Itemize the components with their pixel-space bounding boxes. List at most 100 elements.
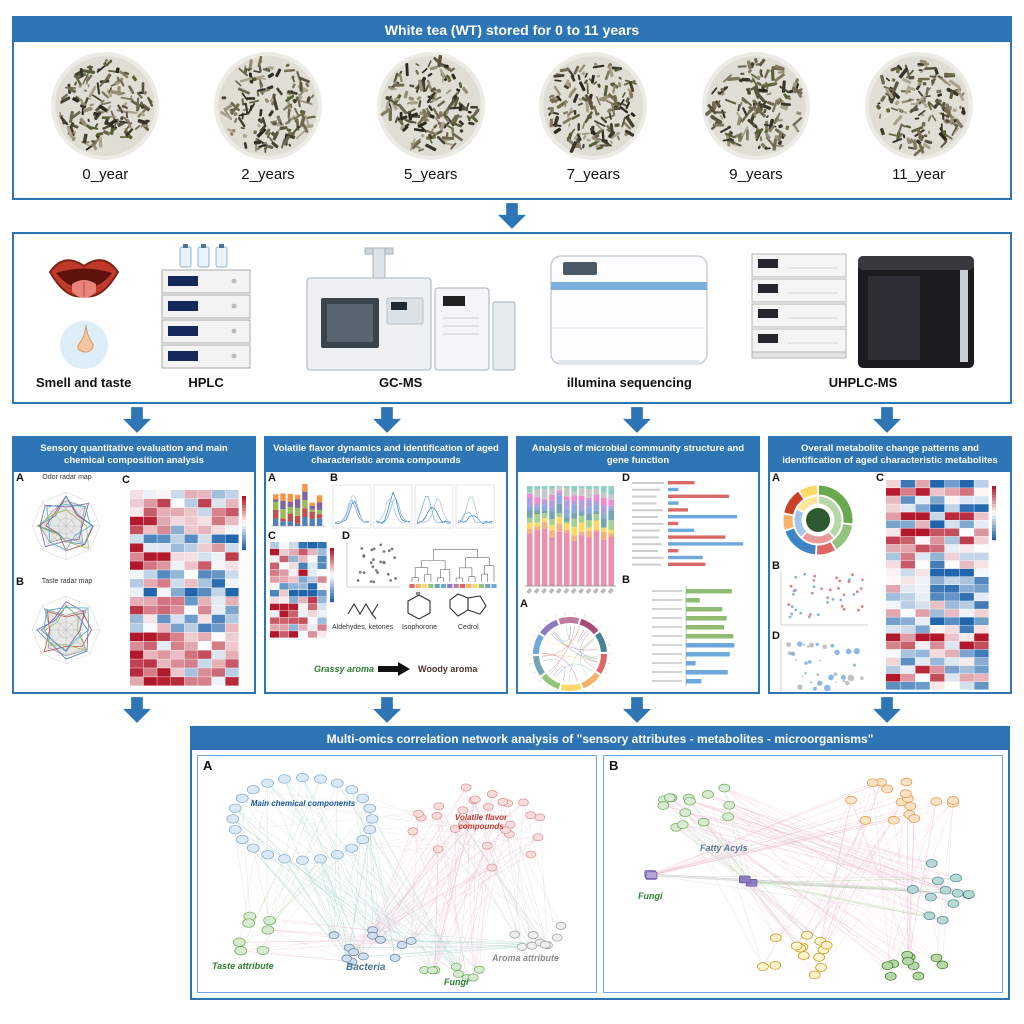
tea-pile-image xyxy=(864,52,973,160)
panel-metabolite-body: A B D C xyxy=(770,472,1010,692)
instrument-label: illumina sequencing xyxy=(566,375,692,390)
label-main-chemical: Main chemical components xyxy=(250,799,356,808)
instruments-section: Smell and taste HPLC xyxy=(12,232,1012,404)
panel-letter: B xyxy=(772,560,780,572)
label-fungi-b: Fungi xyxy=(638,891,663,901)
annotation-grassy-aroma: Grassy aroma xyxy=(314,664,375,674)
instrument-label: Smell and taste xyxy=(36,375,132,390)
panel-sensory-body: A Odor radar map B Taste radar map C xyxy=(14,472,254,692)
tea-storage-title: White tea (WT) stored for 0 to 11 years xyxy=(14,18,1010,42)
down-arrow-icon xyxy=(123,697,151,723)
tea-sample-label: 5_years xyxy=(403,166,458,183)
down-arrow-icon xyxy=(873,697,901,723)
tea-sample-label: 9_years xyxy=(729,166,783,183)
network-section: Multi-omics correlation network analysis… xyxy=(190,726,1010,1000)
panel-microbial-body: D A B xyxy=(518,472,758,692)
panel-letter: B xyxy=(609,758,619,773)
odor-radar-chart xyxy=(31,492,101,561)
down-arrow-icon xyxy=(498,203,526,229)
composition-heatmap xyxy=(130,490,246,686)
sequencer-illustration xyxy=(550,255,709,365)
tea-pile-image xyxy=(701,52,810,160)
instrument-gcms: GC-MS xyxy=(281,240,521,390)
panel-letter: A xyxy=(16,472,24,484)
instrument-uhplcms: UHPLC-MS xyxy=(738,240,988,390)
tea-sample-label: 11_year xyxy=(892,166,946,183)
panel-letter: A xyxy=(772,472,780,484)
panel-microbial-title: Analysis of microbial community structur… xyxy=(518,438,758,472)
down-arrow-icon xyxy=(373,697,401,723)
panel-metabolite: Overall metabolite change patterns and i… xyxy=(768,436,1012,694)
down-arrow-icon xyxy=(623,697,651,723)
panel-letter: B xyxy=(622,574,630,586)
community-stacked-bars xyxy=(525,486,616,594)
panel-letter: D xyxy=(342,530,350,542)
volatile-line-charts xyxy=(332,484,495,529)
right-arrow-icon xyxy=(378,662,410,676)
label-volatile: Volatile flavor compounds xyxy=(454,813,508,831)
differential-bars xyxy=(652,586,735,686)
instrument-label: HPLC xyxy=(188,375,224,390)
tea-sample-3: 7_years xyxy=(518,50,668,183)
tea-sample-label: 7_years xyxy=(566,166,620,183)
panel-letter: A xyxy=(520,598,528,610)
metabolite-scatter xyxy=(780,572,868,626)
tea-samples-row: 0_year 2_years 5_years 7_years 9_years 1… xyxy=(14,42,1010,185)
tea-sample-label: 0_year xyxy=(82,166,129,183)
instrument-hplc: HPLC xyxy=(150,240,262,390)
panel-volatile-body: A B C D Aldehydes, ketones I xyxy=(266,472,506,692)
panel-sensory-title: Sensory quantitative evaluation and main… xyxy=(14,438,254,472)
panel-volatile: Volatile flavor dynamics and identificat… xyxy=(264,436,508,694)
gene-function-list-bars xyxy=(632,481,744,566)
panel-letter: C xyxy=(268,530,276,542)
tea-sample-0: 0_year xyxy=(30,50,180,183)
gcms-illustration xyxy=(306,247,516,371)
radar-title: Taste radar map xyxy=(41,578,93,585)
panel-letter: D xyxy=(772,630,780,642)
tea-sample-2: 5_years xyxy=(356,50,506,183)
network-section-title: Multi-omics correlation network analysis… xyxy=(192,728,1008,750)
annotation-isophorone: Isophorone xyxy=(402,624,438,631)
tea-sample-label: 2_years xyxy=(241,166,295,183)
volatile-bar-chart xyxy=(271,484,325,527)
tea-storage-section: White tea (WT) stored for 0 to 11 years … xyxy=(12,16,1012,200)
panel-microbial: Analysis of microbial community structur… xyxy=(516,436,760,694)
metabolite-dot-plot xyxy=(780,640,864,692)
tea-pile-image xyxy=(51,52,160,160)
tea-pile-image xyxy=(376,52,485,160)
tea-sample-4: 9_years xyxy=(681,50,831,183)
uhplcms-illustration xyxy=(751,253,974,368)
radar-title: Odor radar map xyxy=(42,474,92,481)
cedrol-structure-icon xyxy=(449,593,487,617)
label-aroma: Aroma attribute xyxy=(492,953,560,963)
panel-letter: A xyxy=(268,472,276,484)
panel-letter: D xyxy=(622,472,630,484)
tea-sample-1: 2_years xyxy=(193,50,343,183)
panel-letter: C xyxy=(122,474,130,486)
volatile-dendrogram xyxy=(409,549,497,588)
label-fungi: Fungi xyxy=(444,977,469,987)
down-arrow-icon xyxy=(623,407,651,433)
panel-letter: B xyxy=(330,472,338,484)
volatile-heatmap xyxy=(270,542,334,638)
instrument-illumina: illumina sequencing xyxy=(539,240,719,390)
flow-arrow-row-3 xyxy=(12,694,1012,726)
instrument-label: GC-MS xyxy=(379,375,423,390)
aldehyde-structure-icon xyxy=(347,602,379,620)
isophorone-structure-icon xyxy=(407,592,431,620)
flow-arrow-row-2 xyxy=(12,404,1012,436)
correlation-network-b xyxy=(644,777,975,981)
hplc-illustration xyxy=(161,244,251,369)
metabolite-heatmap xyxy=(886,480,996,690)
panel-metabolite-title: Overall metabolite change patterns and i… xyxy=(770,438,1010,472)
network-panel-a: A Main chemical components Volatile flav… xyxy=(197,755,597,993)
down-arrow-icon xyxy=(123,407,151,433)
instrument-smell-taste: Smell and taste xyxy=(36,240,131,390)
flow-arrow-row-1 xyxy=(12,200,1012,232)
label-fatty-acyls: Fatty Acyls xyxy=(700,843,748,853)
annotation-woody-aroma: Woody aroma xyxy=(418,664,478,674)
panel-letter: C xyxy=(876,472,884,484)
volatile-scatter xyxy=(346,542,400,588)
network-panels-row: A Main chemical components Volatile flav… xyxy=(192,750,1008,998)
